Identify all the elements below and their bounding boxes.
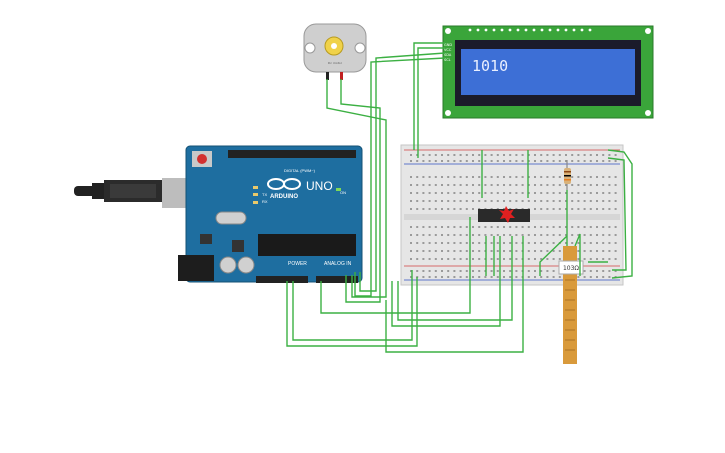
lcd-pin-sda: SDA bbox=[444, 53, 452, 57]
lcd-pin-gnd: GND bbox=[444, 43, 452, 47]
arduino-brand-label: ARDUINO bbox=[270, 194, 298, 200]
reset-button[interactable] bbox=[197, 154, 207, 164]
resistor[interactable] bbox=[564, 160, 571, 190]
lcd-screen bbox=[461, 49, 635, 95]
ic-chip[interactable] bbox=[478, 206, 530, 223]
tx-label: TX bbox=[262, 192, 267, 197]
dc-motor[interactable]: Dc motor bbox=[303, 23, 367, 80]
rx-label: RX bbox=[262, 199, 268, 204]
arduino-uno-board[interactable]: ARDUINO UNO TX RX ON DIGITAL (PWM~) POWE… bbox=[178, 145, 363, 283]
warning-burst-icon bbox=[499, 206, 515, 223]
lcd-top-pins bbox=[468, 28, 592, 32]
lcd-text: 1010 bbox=[472, 57, 508, 75]
power-label: POWER bbox=[288, 261, 307, 267]
lcd-16x2-i2c[interactable]: 1010 GND VCC SDA SCL bbox=[442, 25, 654, 119]
usb-cable[interactable] bbox=[74, 178, 186, 208]
motor-label: Dc motor bbox=[328, 61, 343, 65]
lcd-pin-vcc: VCC bbox=[444, 48, 452, 52]
flex-sensor[interactable]: 103Ω bbox=[558, 246, 584, 364]
analog-in-label: ANALOG IN bbox=[324, 261, 352, 267]
arduino-logo bbox=[267, 178, 301, 190]
wires[interactable] bbox=[286, 42, 633, 353]
arduino-model-label: UNO bbox=[306, 179, 333, 193]
lcd-pin-scl: SCL bbox=[444, 58, 451, 62]
on-label: ON bbox=[340, 190, 346, 195]
flex-sensor-label: 103Ω bbox=[563, 265, 579, 272]
digital-label: DIGITAL (PWM~) bbox=[284, 168, 316, 173]
